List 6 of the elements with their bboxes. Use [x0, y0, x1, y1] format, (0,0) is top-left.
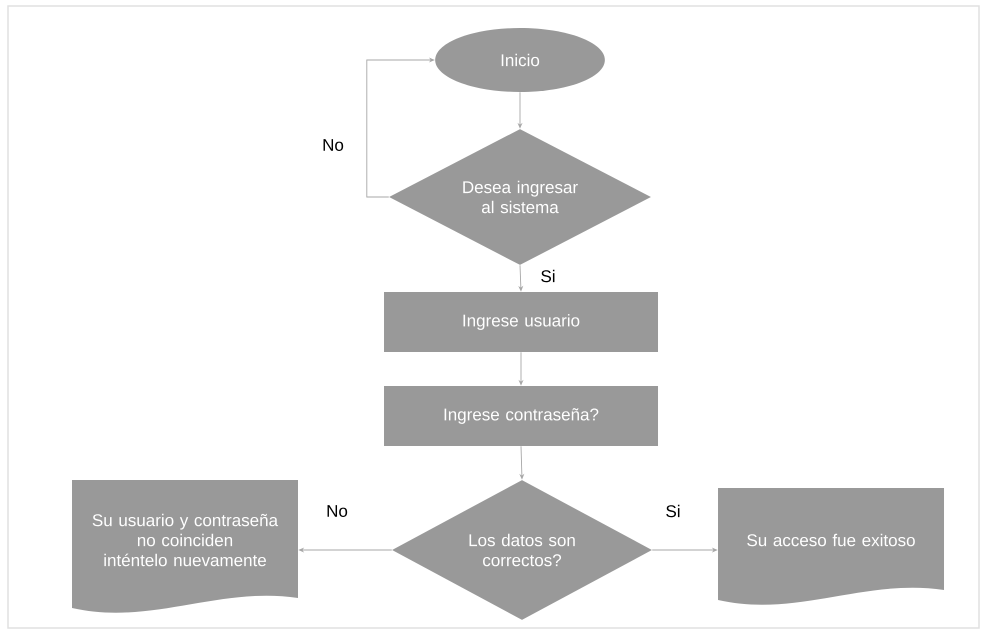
edge-label: Si — [539, 268, 557, 284]
process-box: Ingrese usuario — [384, 292, 658, 352]
process-box: Ingrese contraseña? — [384, 386, 658, 446]
edge-label: No — [325, 504, 349, 518]
edge-label: Si — [664, 504, 682, 518]
edge-label: No — [321, 138, 345, 152]
